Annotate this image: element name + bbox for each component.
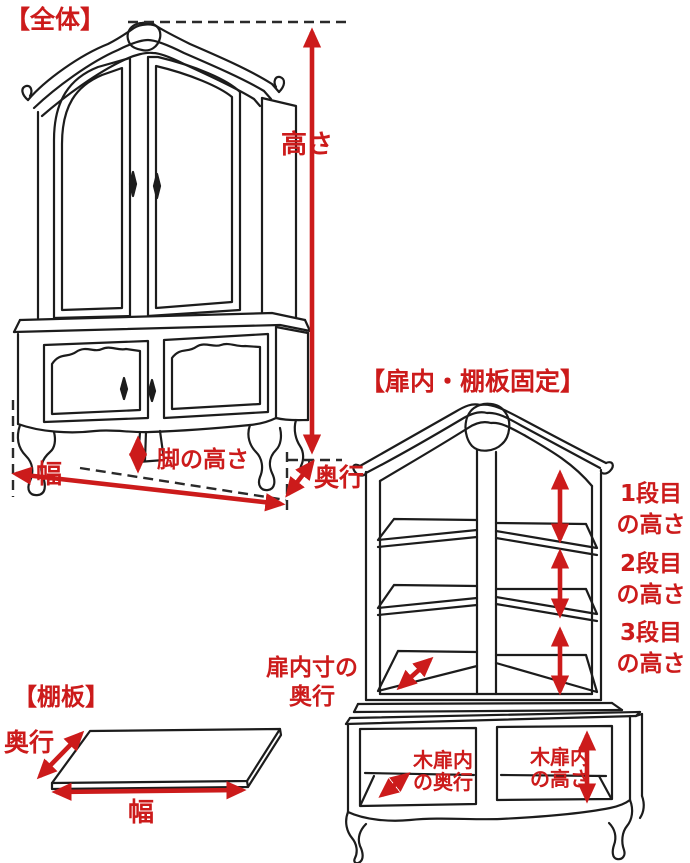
shelf-depth-label: 奥行	[4, 728, 55, 757]
section-title-door-inside: 【扉内・棚板固定】	[360, 367, 586, 396]
shelf-width-label: 幅	[128, 798, 155, 828]
tier3-height-label: 3段目 の高さ	[616, 620, 686, 677]
armoire-line-drawing	[12, 21, 312, 497]
section-title-shelf-board: 【棚板】	[13, 683, 109, 711]
shelf-depth-arrow	[36, 730, 85, 780]
wood-door-depth-arrow	[378, 772, 411, 798]
armoire-dimension-arrows	[11, 27, 322, 512]
tier1-height-label: 1段目 の高さ	[616, 481, 686, 538]
wood-door-depth-label: 木扉内 の奥行	[413, 748, 473, 794]
display-cabinet-line-drawing	[344, 402, 645, 863]
depth-dimension-label: 奥行	[314, 463, 365, 492]
shelf-width-arrow	[51, 780, 247, 802]
width-dimension-label: 幅	[36, 460, 63, 490]
section-title-overall: 【全体】	[5, 5, 106, 34]
display-cabinet-dimension-arrows	[378, 469, 597, 804]
height-dimension-label: 高さ	[281, 130, 334, 160]
leg-height-dimension-label: 脚の高さ	[157, 447, 249, 473]
depth-arrow	[285, 459, 315, 498]
inner-depth-label: 扉内寸の 奥行	[266, 655, 358, 710]
shelf-board-dimension-arrows	[36, 730, 247, 802]
wood-door-height-label: 木扉内 の高さ	[530, 745, 590, 791]
tier2-height-label: 2段目 の高さ	[616, 551, 686, 608]
width-arrow	[11, 466, 286, 512]
inner-depth-arrow	[396, 656, 434, 691]
shelf-board-line-drawing	[50, 727, 283, 791]
